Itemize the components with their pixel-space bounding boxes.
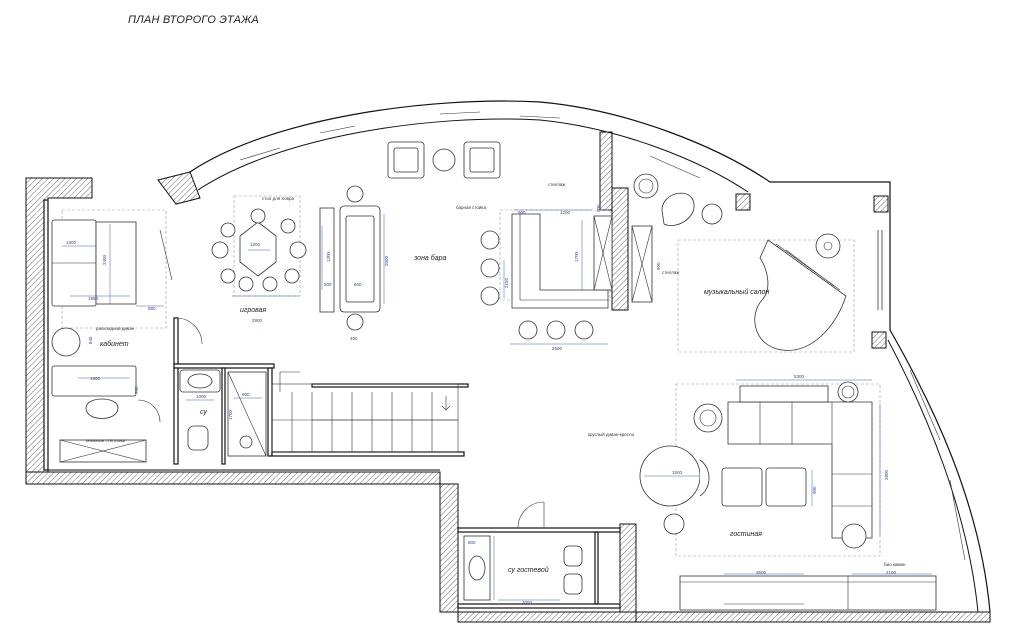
dim-label: 2900	[252, 318, 263, 323]
interior-walls	[43, 199, 621, 609]
living-room: 5300 2800 1500 900 круглый диван-кресло …	[588, 374, 937, 611]
dim-label: 1300	[66, 240, 77, 245]
room-label-music-salon: музыкальный салон	[704, 288, 769, 296]
music-salon: музыкальный салон	[633, 173, 855, 353]
dim-label: 1960	[88, 296, 99, 301]
dim-label: 5300	[794, 374, 805, 379]
dim-label: 2150	[504, 277, 509, 288]
bar-zone: 900 1200 1700 2500 2150 900 900 барная с…	[413, 182, 679, 351]
dim-label: 900	[518, 210, 526, 215]
room-label-bathroom: су	[200, 409, 207, 416]
dim-label: 1200	[250, 242, 261, 247]
dim-label: 1300	[326, 251, 331, 262]
dim-label: 3050	[522, 600, 533, 605]
dim-label: 2800	[884, 469, 889, 480]
room-label-game-room: игровая	[240, 307, 267, 314]
windows	[239, 111, 966, 561]
staircase	[271, 371, 459, 453]
dim-label: 500	[324, 282, 332, 287]
dim-label: 1200	[560, 210, 571, 215]
room-label-living-room: гостиная	[730, 531, 762, 538]
dim-label: 1600	[90, 376, 101, 381]
dim-label: 2100	[886, 570, 897, 575]
room-label-guest-bathroom: су гостевой	[508, 566, 549, 574]
dim-label: 900	[596, 204, 601, 212]
dim-label: 600	[354, 282, 362, 287]
note-bookshelves: книжные стеллажи	[86, 438, 126, 443]
dim-label: 700	[134, 386, 139, 394]
dim-label: 880	[148, 306, 156, 311]
dim-label: 2400	[102, 254, 107, 265]
outer-walls	[25, 100, 991, 623]
note-shelving-top: стеллаж	[548, 182, 565, 187]
office-room: 2400 1300 1960 880 1600 845 700 раскладн…	[51, 209, 203, 463]
columns	[735, 193, 889, 349]
note-game-table: стол для Ковра	[262, 196, 294, 201]
dim-label: 1500	[672, 470, 683, 475]
room-label-office: кабинет	[100, 340, 129, 348]
dim-label: 845	[88, 336, 93, 344]
note-shelving-side: стеллаж	[662, 270, 679, 275]
note-bio-fireplace: био камин	[884, 562, 906, 567]
room-label-bar-zone: зона бара	[413, 254, 446, 262]
dim-label: 900	[812, 486, 817, 494]
note-sofa-bed: раскладной диван	[96, 325, 135, 331]
dim-label: 900	[656, 262, 661, 270]
game-room: 1200 2900 1300 500 600 2000 400 стол для…	[211, 141, 501, 341]
plan-title: ПЛАН ВТОРОГО ЭТАЖА	[128, 14, 259, 26]
dim-label: 1700	[228, 409, 233, 420]
dim-label: 900	[242, 392, 250, 397]
dim-label: 400	[350, 336, 358, 341]
bathroom: 1000 900 1700 су	[179, 369, 267, 457]
dim-label: 3600	[756, 570, 767, 575]
dim-label: 1700	[574, 251, 579, 262]
guest-bathroom: 800 3050 су гостевой	[463, 501, 583, 605]
dim-label: 2000	[384, 255, 389, 266]
note-round-sofa: круглый диван-кресло	[588, 431, 635, 437]
dim-label: 1000	[196, 394, 207, 399]
dim-label: 2500	[552, 346, 563, 351]
note-bar-counter: барная стойка	[456, 204, 486, 210]
dim-label: 800	[468, 540, 476, 545]
